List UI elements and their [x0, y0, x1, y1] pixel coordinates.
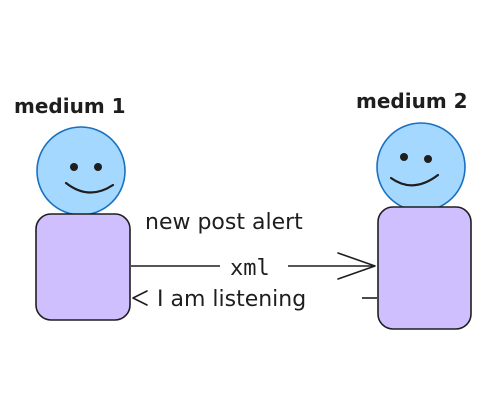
smile-medium-2	[389, 173, 440, 187]
head-medium-2	[376, 122, 466, 212]
arrow-to-medium-1	[132, 290, 377, 306]
node-medium-2: medium 2	[356, 89, 472, 330]
smile-medium-1	[64, 181, 115, 194]
node-label-medium-1: medium 1	[14, 94, 126, 118]
node-label-medium-2: medium 2	[356, 89, 468, 113]
head-medium-1	[36, 126, 126, 216]
edge-label-xml: xml	[230, 256, 270, 281]
eye-right-medium-2	[424, 155, 432, 163]
eye-left-medium-2	[400, 153, 408, 161]
body-medium-2	[377, 206, 472, 330]
body-medium-1	[35, 213, 131, 321]
edge-label-new-post-alert: new post alert	[145, 210, 303, 235]
eye-left-medium-1	[70, 163, 78, 171]
edge-label-i-am-listening: I am listening	[157, 287, 306, 312]
node-medium-1: medium 1	[14, 94, 131, 321]
arrow-to-medium-2	[131, 252, 376, 280]
arrow-to-medium-2-head	[337, 252, 376, 280]
eye-right-medium-1	[94, 163, 102, 171]
arrow-to-medium-1-head	[132, 290, 148, 306]
